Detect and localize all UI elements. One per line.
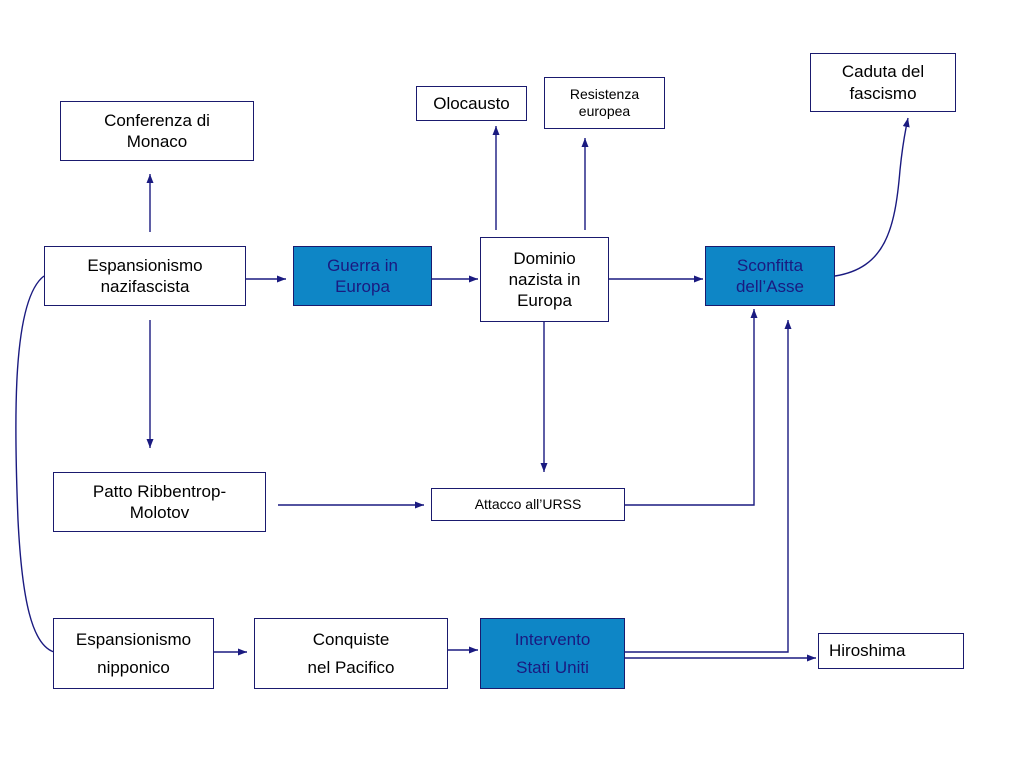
node-espansionismo-nazifascista: Espansionismo nazifascista xyxy=(44,246,246,306)
node-text: Europa xyxy=(517,291,572,311)
node-text: Europa xyxy=(335,277,390,296)
node-text: fascismo xyxy=(849,83,917,103)
node-sconfitta-asse: Sconfitta dell’Asse xyxy=(705,246,835,306)
node-text: Hiroshima xyxy=(829,641,906,661)
node-dominio-nazista: Dominio nazista in Europa xyxy=(480,237,609,322)
node-text: nipponico xyxy=(97,658,170,678)
node-text: nazifascista xyxy=(100,277,190,296)
node-text: Attacco all’URSS xyxy=(474,496,582,513)
node-attacco-urss: Attacco all’URSS xyxy=(431,488,625,521)
node-espansionismo-nipponico: Espansionismo nipponico xyxy=(53,618,214,689)
node-text: nazista in xyxy=(508,269,581,289)
link-nazifascista-nipponico xyxy=(15,275,55,653)
node-intervento-usa: Intervento Stati Uniti xyxy=(480,618,625,689)
node-text: Caduta del xyxy=(841,62,925,82)
node-resistenza-europea: Resistenza europea xyxy=(544,77,665,129)
node-text: Conquiste xyxy=(312,629,390,649)
node-olocausto: Olocausto xyxy=(416,86,527,121)
node-conferenza-monaco: Conferenza di Monaco xyxy=(60,101,254,161)
node-text: europea xyxy=(578,103,631,119)
node-text: nel Pacifico xyxy=(307,658,395,678)
node-conquiste-pacifico: Conquiste nel Pacifico xyxy=(254,618,448,689)
node-caduta-fascismo: Caduta del fascismo xyxy=(810,53,956,112)
node-text: Guerra in xyxy=(327,255,398,275)
node-patto-ribbentrop: Patto Ribbentrop- Molotov xyxy=(53,472,266,532)
node-text: Stati Uniti xyxy=(516,658,589,678)
arrow-sconfitta-to-caduta xyxy=(834,117,910,277)
node-text: Molotov xyxy=(129,503,190,522)
node-hiroshima: Hiroshima xyxy=(818,633,964,669)
arrow-intervento-to-sconfitta xyxy=(625,320,792,653)
node-guerra-europa: Guerra in Europa xyxy=(293,246,432,306)
arrow-attacco-to-sconfitta xyxy=(625,309,758,506)
node-text: Intervento xyxy=(514,629,591,649)
node-text: Monaco xyxy=(126,132,188,151)
node-text: dell’Asse xyxy=(735,277,805,296)
node-text: Sconfitta xyxy=(736,255,804,275)
node-text: Olocausto xyxy=(433,93,510,113)
node-text: Resistenza xyxy=(569,86,640,103)
node-text: Espansionismo xyxy=(75,629,192,649)
node-text: Conferenza di xyxy=(104,110,210,130)
node-text: Patto Ribbentrop- xyxy=(92,481,227,501)
node-text: Espansionismo xyxy=(87,255,203,275)
node-text: Dominio xyxy=(513,248,576,268)
